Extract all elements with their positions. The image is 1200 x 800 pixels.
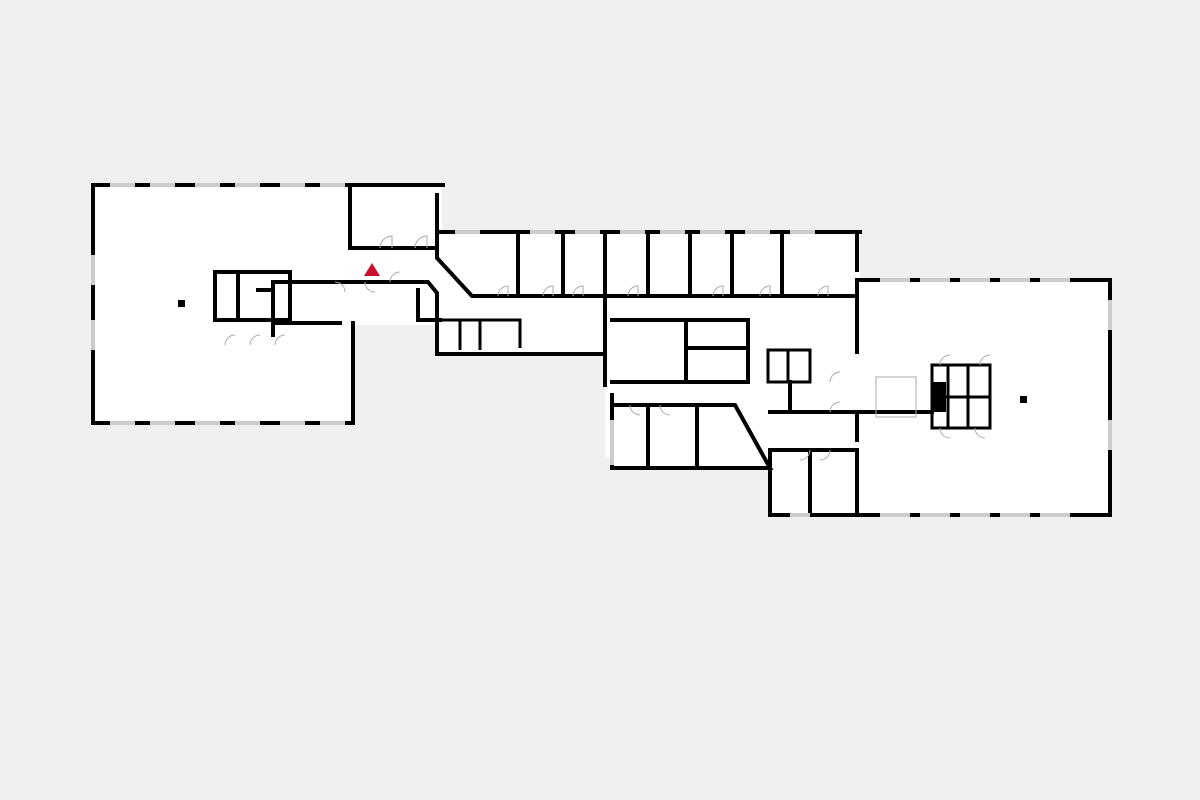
doors <box>224 235 991 461</box>
walls <box>91 183 1112 517</box>
location-marker-triangle-icon[interactable] <box>364 263 380 276</box>
windows <box>91 183 1112 517</box>
floor-areas <box>93 185 1112 516</box>
